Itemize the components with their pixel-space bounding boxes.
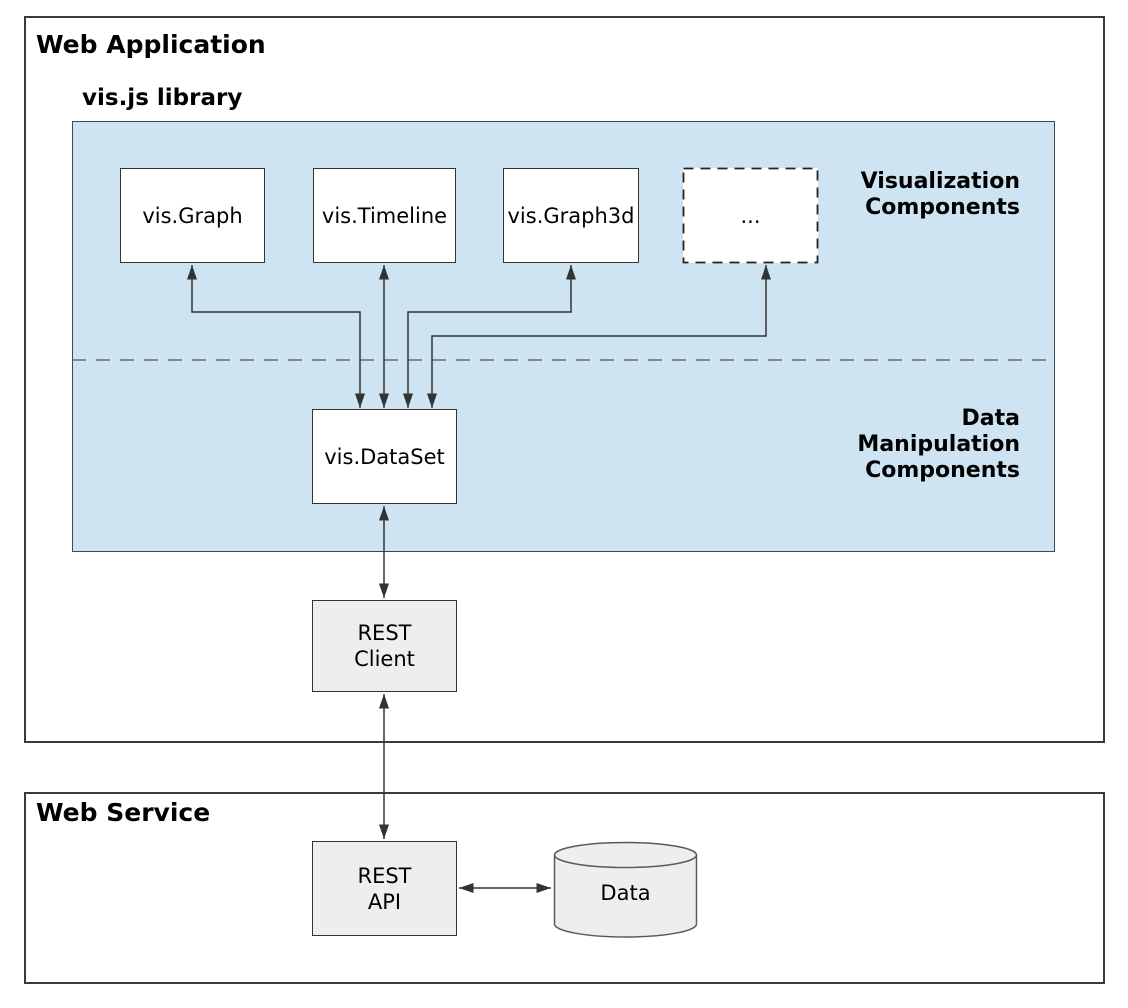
node-vis-timeline-label: vis.Timeline: [321, 203, 448, 228]
node-more-components-label: ...: [740, 203, 761, 228]
node-vis-graph3d: vis.Graph3d: [503, 168, 639, 263]
vis-js-library-title: vis.js library: [82, 85, 243, 111]
data-manipulation-components-label: Data Manipulation Components: [857, 406, 1020, 483]
node-vis-dataset: vis.DataSet: [312, 409, 457, 504]
visualization-components-label: Visualization Components: [860, 169, 1020, 220]
web-service-title: Web Service: [36, 798, 211, 827]
node-vis-timeline: vis.Timeline: [313, 168, 456, 263]
node-rest-client-label: REST Client: [354, 621, 415, 671]
node-data-store: Data: [553, 841, 698, 938]
node-rest-api-label: REST API: [357, 863, 412, 914]
node-vis-graph3d-label: vis.Graph3d: [507, 203, 635, 228]
node-rest-client: REST Client: [312, 600, 457, 692]
node-data-store-label: Data: [600, 881, 651, 905]
database-cylinder-icon: [553, 841, 698, 938]
node-rest-api: REST API: [312, 841, 457, 936]
node-vis-graph: vis.Graph: [120, 168, 265, 263]
node-more-components: ...: [683, 168, 818, 263]
node-vis-graph-label: vis.Graph: [142, 203, 243, 228]
web-application-title: Web Application: [36, 30, 266, 59]
node-vis-dataset-label: vis.DataSet: [324, 444, 445, 469]
